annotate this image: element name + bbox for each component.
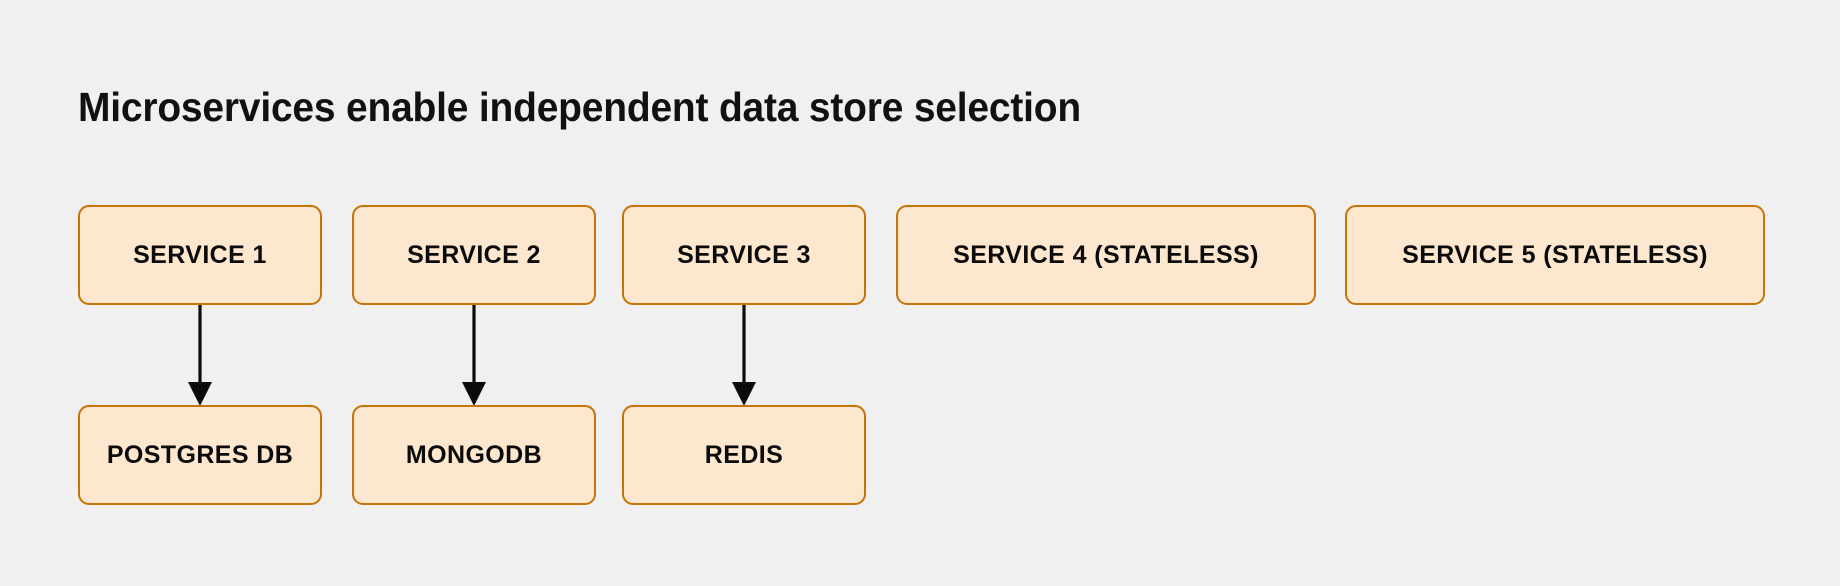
node-mongodb[interactable]: MONGODB: [352, 405, 596, 505]
node-service-5-stateless[interactable]: SERVICE 5 (STATELESS): [1345, 205, 1765, 305]
node-service-1[interactable]: SERVICE 1: [78, 205, 322, 305]
node-label: SERVICE 1: [133, 240, 267, 269]
node-label: SERVICE 4 (STATELESS): [953, 240, 1259, 269]
node-service-3[interactable]: SERVICE 3: [622, 205, 866, 305]
page-title: Microservices enable independent data st…: [78, 84, 1081, 130]
connector-service2-mongodb: [462, 305, 486, 406]
node-label: SERVICE 2: [407, 240, 541, 269]
connector-service3-redis: [732, 305, 756, 406]
node-label: MONGODB: [405, 440, 543, 469]
node-service-2[interactable]: SERVICE 2: [352, 205, 596, 305]
node-label: SERVICE 3: [677, 240, 811, 269]
node-postgres-db[interactable]: POSTGRES DB: [78, 405, 322, 505]
node-redis[interactable]: REDIS: [622, 405, 866, 505]
node-label: REDIS: [704, 440, 784, 469]
connector-service1-postgres: [188, 305, 212, 406]
node-label: POSTGRES DB: [106, 440, 294, 469]
node-service-4-stateless[interactable]: SERVICE 4 (STATELESS): [896, 205, 1316, 305]
node-label: SERVICE 5 (STATELESS): [1402, 240, 1708, 269]
